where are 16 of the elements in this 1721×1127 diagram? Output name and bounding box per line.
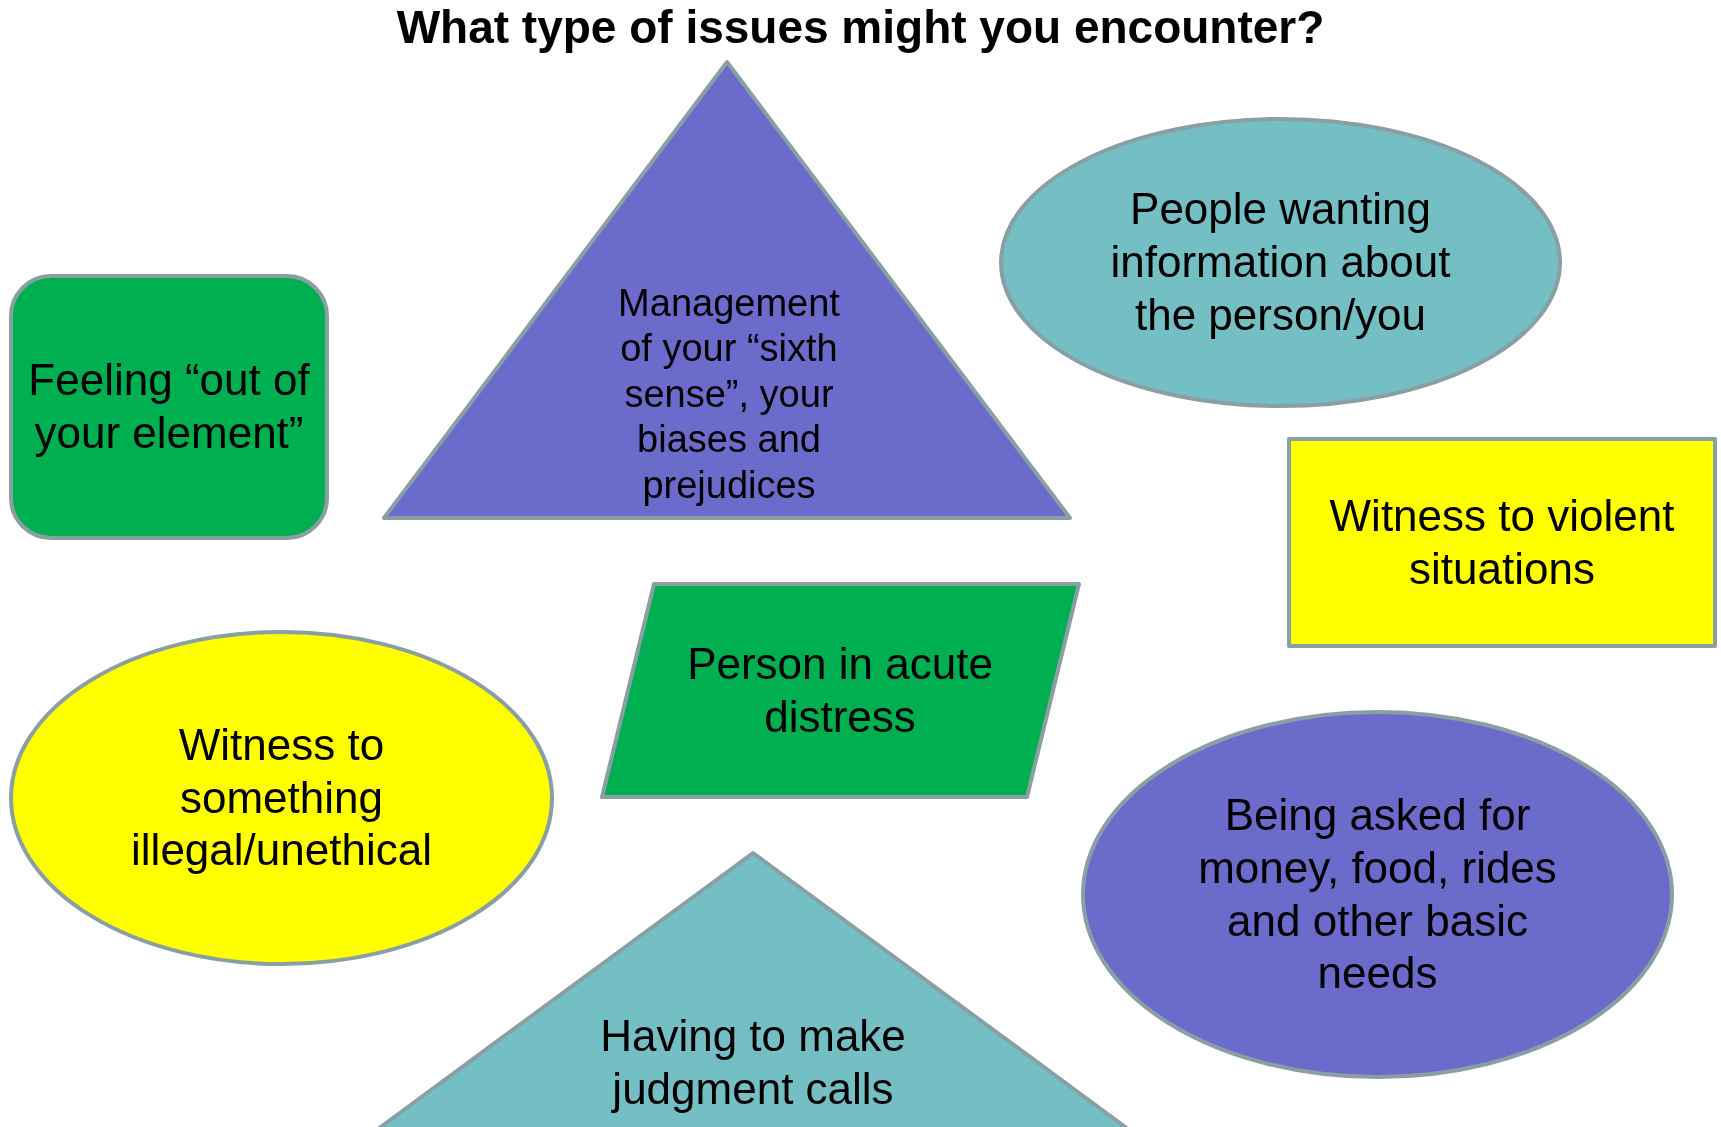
triangle-shape [384, 62, 1070, 518]
node-text: Management of your “sixth sense”, your biases and prejudices [617, 280, 841, 508]
node-text: Feeling “out of your element” [27, 354, 311, 459]
ellipse-shape [9, 630, 554, 966]
rectangle-box [1287, 437, 1717, 648]
ellipse-shape [1081, 710, 1674, 1079]
node-text: Being asked for money, food, rides and other basic needs [1197, 788, 1558, 1000]
ellipse-shape [999, 117, 1562, 408]
node-text: Having to make judgment calls [599, 1010, 907, 1115]
parallelogram-shape [600, 582, 1081, 799]
node-text: Person in acute distress [686, 637, 994, 743]
rounded-box [9, 274, 329, 540]
node-text: People wanting information about the person/you [1109, 183, 1452, 341]
title: What type of issues might you encounter? [395, 0, 1326, 54]
node-text: Witness to violent situations [1328, 489, 1676, 595]
node-text: Witness to something illegal/unethical [130, 718, 433, 877]
